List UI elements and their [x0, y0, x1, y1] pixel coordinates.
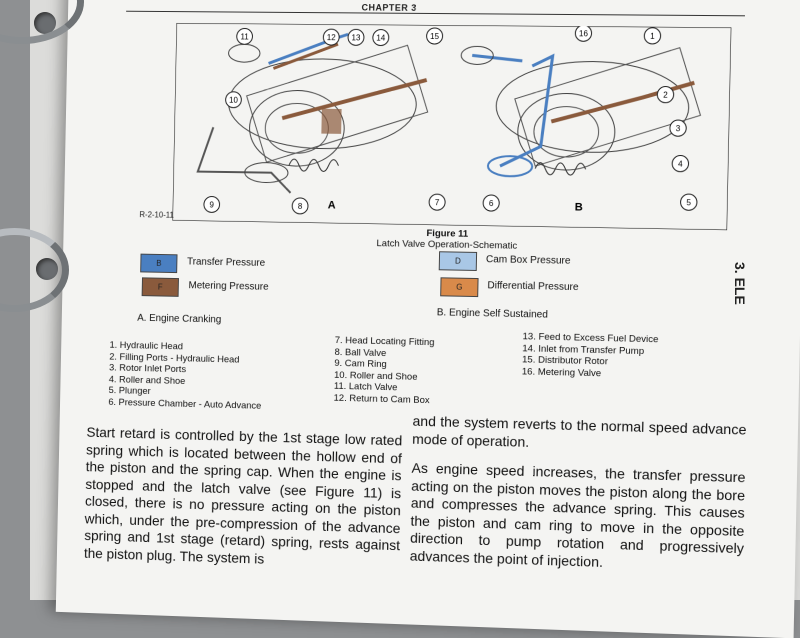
transfer-swatch: B [140, 253, 178, 274]
callout-9: 9 [204, 196, 220, 212]
body-column-right: and the system reverts to the normal spe… [409, 412, 747, 588]
callout-5: 5 [680, 194, 697, 210]
callout-1: 1 [644, 28, 661, 44]
binder-ring-middle [0, 228, 69, 312]
callout-8: 8 [292, 198, 308, 214]
legend-item: 16. Metering Valve [521, 365, 602, 379]
panel-a-drawing [197, 33, 429, 195]
svg-text:16: 16 [579, 29, 589, 38]
svg-text:4: 4 [678, 159, 683, 168]
body-column-left: Start retard is controlled by the 1st st… [84, 424, 403, 584]
svg-text:14: 14 [376, 33, 386, 42]
manual-page: CHAPTER 3 [55, 0, 800, 638]
transfer-label: Transfer Pressure [187, 256, 266, 269]
svg-text:9: 9 [209, 200, 214, 209]
callout-14: 14 [373, 29, 390, 47]
figure-ref: R-2-10-11 [139, 210, 174, 220]
legend-column-1: 1. Hydraulic Head 2. Filling Ports - Hyd… [108, 340, 262, 412]
callout-15: 15 [426, 27, 443, 45]
svg-text:1: 1 [650, 32, 655, 41]
legend-item: 12. Return to Cam Box [333, 392, 430, 406]
figure-subtitle: Latch Valve Operation-Schematic [376, 238, 518, 252]
callout-2: 2 [657, 86, 674, 102]
cambox-swatch: D [438, 251, 478, 271]
differential-swatch: G [440, 277, 479, 298]
callout-16: 16 [575, 25, 592, 41]
legend-column-2: 7. Head Locating Fitting 8. Ball Valve 9… [334, 335, 435, 406]
callout-10: 10 [225, 92, 241, 108]
caption-self-sustained: B. Engine Self Sustained [436, 307, 548, 321]
panel-b-label: B [575, 201, 583, 213]
svg-text:10: 10 [229, 96, 238, 105]
callout-7: 7 [428, 193, 446, 211]
legend-column-3: 13. Feed to Excess Fuel Device 14. Inlet… [522, 331, 659, 380]
callout-4: 4 [672, 155, 689, 171]
body-paragraph: Start retard is controlled by the 1st st… [83, 423, 403, 567]
cambox-label: Cam Box Pressure [485, 254, 571, 267]
callout-3: 3 [670, 120, 687, 136]
svg-text:15: 15 [430, 32, 440, 41]
body-paragraph: and the system reverts to the normal spe… [412, 412, 747, 450]
svg-text:13: 13 [351, 33, 361, 42]
svg-text:7: 7 [435, 198, 440, 207]
svg-text:12: 12 [327, 33, 336, 42]
section-tab-label: 3. ELE [732, 262, 748, 305]
svg-text:8: 8 [298, 202, 303, 211]
body-paragraph: As engine speed increases, the transfer … [409, 459, 746, 570]
svg-text:11: 11 [240, 32, 249, 41]
differential-label: Differential Pressure [487, 280, 579, 294]
svg-text:3: 3 [676, 124, 681, 133]
caption-engine-cranking: A. Engine Cranking [137, 312, 222, 326]
svg-text:6: 6 [489, 199, 494, 208]
callout-6: 6 [483, 195, 499, 211]
figure-title: Figure 11 [426, 228, 469, 240]
callout-12: 12 [323, 29, 339, 45]
callout-13: 13 [348, 29, 364, 45]
metering-swatch: F [141, 277, 179, 297]
panel-a-label: A [328, 199, 336, 211]
panel-b-drawing [459, 46, 702, 179]
svg-text:5: 5 [686, 198, 691, 207]
chapter-header: CHAPTER 3 [361, 2, 417, 13]
svg-text:2: 2 [663, 90, 668, 99]
callout-11: 11 [237, 28, 253, 44]
metering-label: Metering Pressure [188, 280, 269, 293]
header-rule [126, 10, 745, 17]
